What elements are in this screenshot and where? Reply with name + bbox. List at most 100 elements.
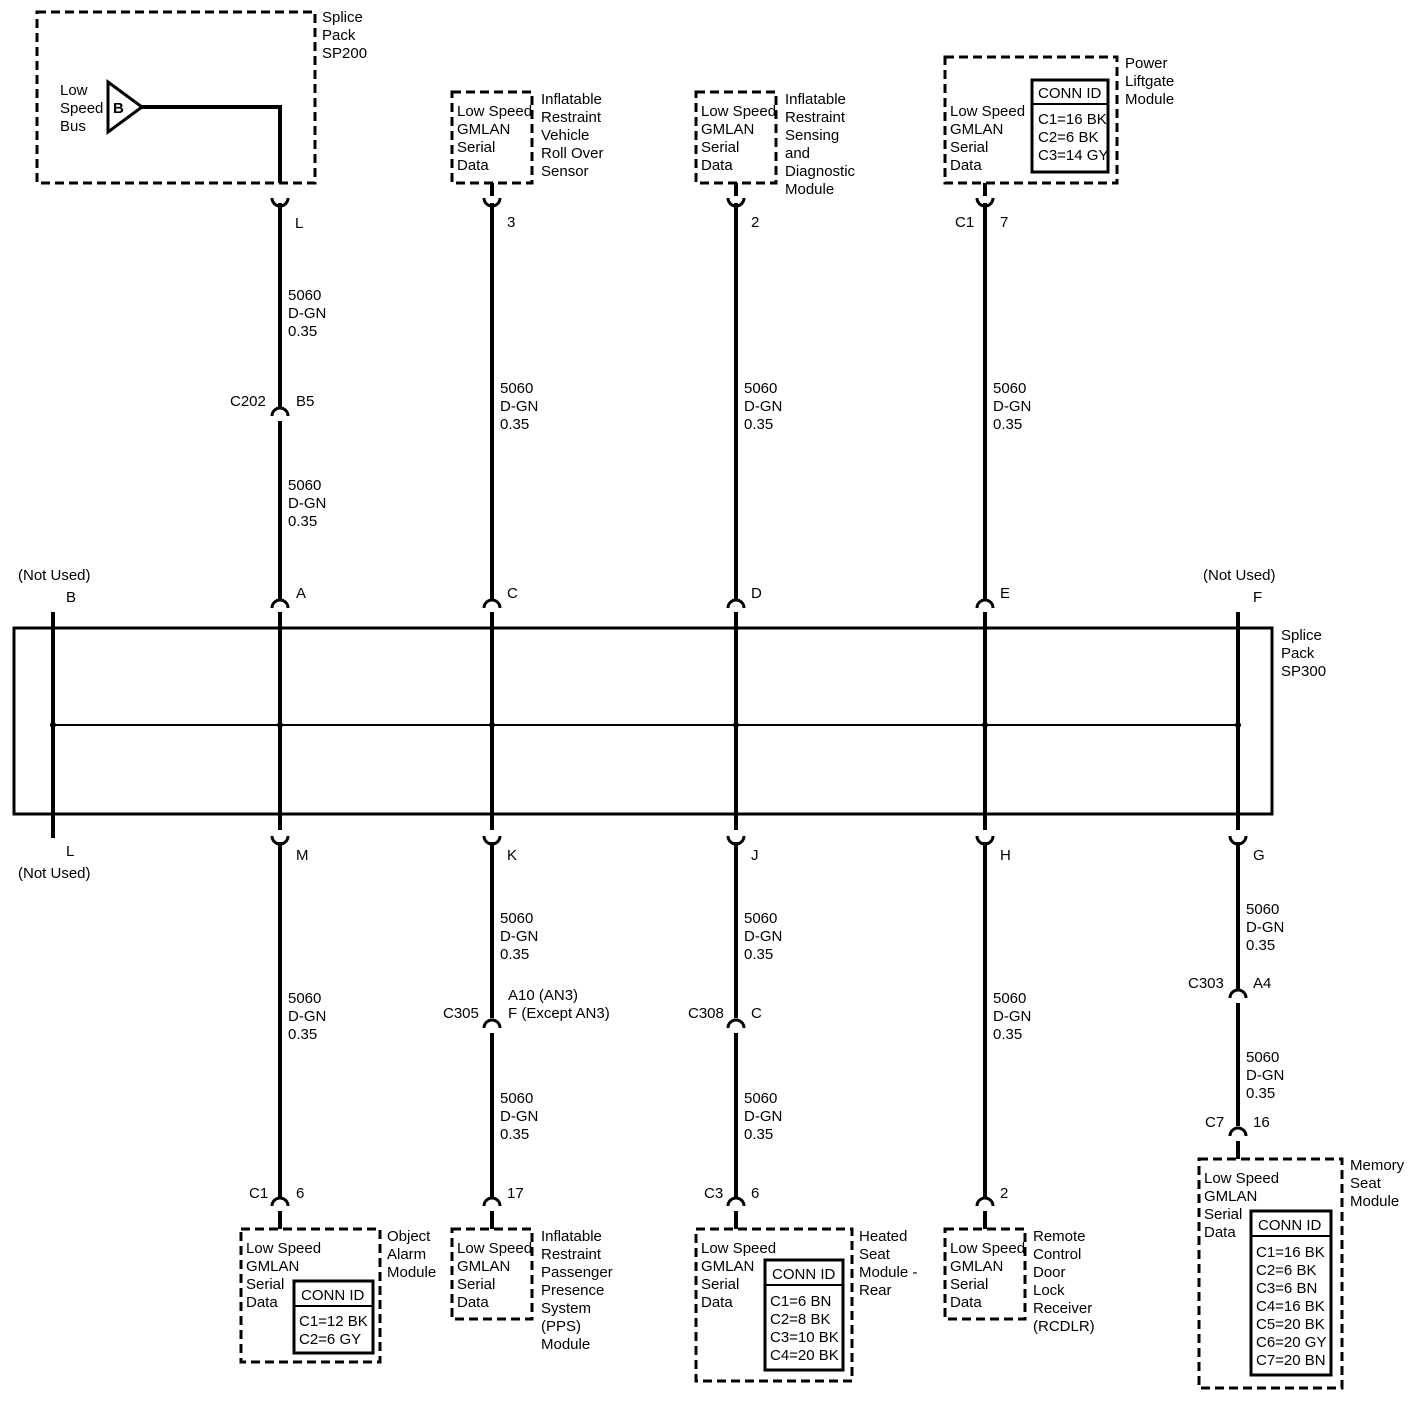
rcdlr-gmlan-4: Data: [950, 1294, 982, 1311]
pps-name-4: Presence: [541, 1282, 604, 1299]
sdm-name-5: Diagnostic: [785, 163, 856, 180]
ms-conn-id-5: C5=20 BK: [1256, 1316, 1325, 1333]
sdm-name-6: Module: [785, 181, 834, 198]
sdm-gmlan-2: GMLAN: [701, 121, 754, 138]
wire-label-rollover-circuit: 5060: [500, 380, 533, 397]
wire-label-c202-circuit: 5060: [288, 477, 321, 494]
liftgate-gmlan-4: Data: [950, 157, 982, 174]
connector-c305-arc: [482, 1018, 502, 1029]
inline-connector-c305: C305 A10 (AN3) F (Except AN3): [443, 987, 610, 1048]
bus-label-3: Bus: [60, 118, 86, 135]
module-power-liftgate: Low Speed GMLAN Serial Data CONN ID C1=1…: [943, 55, 1174, 231]
wire-label-liftgate-circuit: 5060: [993, 380, 1026, 397]
hs-conn-id-4: C4=20 BK: [770, 1347, 839, 1364]
ms-name-3: Module: [1350, 1193, 1399, 1210]
ms-conn-id-1: C1=16 BK: [1256, 1244, 1325, 1261]
splice-pin-a: A: [296, 585, 306, 602]
liftgate-pin: 7: [1000, 214, 1008, 231]
hs-gmlan-4: Data: [701, 1294, 733, 1311]
module-rollover-sensor: Low Speed GMLAN Serial Data Inflatable R…: [450, 90, 604, 231]
hs-conn-id-2: C2=8 BK: [770, 1311, 830, 1328]
splice-pin-d: D: [751, 585, 762, 602]
sp300-label-1: Splice: [1281, 627, 1322, 644]
splice-pin-k: K: [507, 847, 517, 864]
connector-c303-arc: [1228, 988, 1248, 999]
sdm-name-4: and: [785, 145, 810, 162]
liftgate-conn-id-2: C2=6 BK: [1038, 129, 1098, 146]
ms-gmlan-4: Data: [1204, 1224, 1236, 1241]
not-used-label-l: (Not Used): [18, 865, 91, 882]
liftgate-name-3: Module: [1125, 91, 1174, 108]
sdm-pin: 2: [751, 214, 759, 231]
sp300-label-2: Pack: [1281, 645, 1315, 662]
wire-label-sdm-circuit: 5060: [744, 380, 777, 397]
oa-name-2: Alarm: [387, 1246, 426, 1263]
wire-label-oa-color: D-GN: [288, 1008, 326, 1025]
oa-gmlan-4: Data: [246, 1294, 278, 1311]
inline-connector-c308: C308 C: [688, 1005, 762, 1048]
splice-node-d: [733, 722, 739, 728]
connector-c202-pin-label: B5: [296, 393, 314, 410]
splice-nodes: [50, 722, 1241, 728]
oa-conn-id-1: C1=12 BK: [299, 1313, 368, 1330]
oa-conn-id-header: CONN ID: [301, 1287, 365, 1304]
ms-conn-id-3: C3=6 BN: [1256, 1280, 1317, 1297]
ms-pin: 16: [1253, 1114, 1270, 1131]
oa-conn-id-2: C2=6 GY: [299, 1331, 361, 1348]
splice-pin-g: G: [1253, 847, 1265, 864]
wire-label-pps2-circuit: 5060: [500, 1090, 533, 1107]
splice-pin-j: J: [751, 847, 759, 864]
connector-c305-pin-2: F (Except AN3): [508, 1005, 610, 1022]
module-pps-box: [450, 1227, 534, 1321]
pps-name-2: Restraint: [541, 1246, 602, 1263]
module-heated-seat-rear: C3 6 Low Speed GMLAN Serial Data CONN ID…: [694, 1185, 917, 1383]
liftgate-conn-id-box: [1030, 78, 1110, 174]
wire-label-sdm-gauge: 0.35: [744, 416, 773, 433]
inline-connector-c303: C303 A4: [1188, 975, 1271, 1018]
rcdlr-gmlan-1: Low Speed: [950, 1240, 1025, 1257]
oa-name-1: Object: [387, 1228, 431, 1245]
splice-pin-m: M: [296, 847, 309, 864]
connector-pps-arc: [482, 1196, 502, 1207]
not-used-label-f: (Not Used): [1203, 567, 1276, 584]
sdm-name-3: Sensing: [785, 127, 839, 144]
pps-name-1: Inflatable: [541, 1228, 602, 1245]
splice-pin-h: H: [1000, 847, 1011, 864]
wire-label-pps2-color: D-GN: [500, 1108, 538, 1125]
liftgate-conn-id-3: C3=14 GY: [1038, 147, 1108, 164]
ms-conn-id-box: [1249, 1209, 1333, 1377]
connector-c303-label: C303: [1188, 975, 1224, 992]
ms-name-2: Seat: [1350, 1175, 1382, 1192]
oa-pin: 6: [296, 1185, 304, 1202]
splice-node-a: [277, 722, 283, 728]
hs-connector: C3: [704, 1185, 723, 1202]
bus-label-2: Speed: [60, 100, 103, 117]
splice-node-e: [982, 722, 988, 728]
splice-pin-c: C: [507, 585, 518, 602]
rollover-name-4: Roll Over: [541, 145, 604, 162]
pps-name-6: (PPS): [541, 1318, 581, 1335]
hs-gmlan-3: Serial: [701, 1276, 739, 1293]
sp200-pin: L: [295, 215, 303, 232]
wire-label-hs1-circuit: 5060: [744, 910, 777, 927]
wire-label-rcdlr-circuit: 5060: [993, 990, 1026, 1007]
hs-pin: 6: [751, 1185, 759, 1202]
wire-label-ms1-color: D-GN: [1246, 919, 1284, 936]
wire-label-oa-circuit: 5060: [288, 990, 321, 1007]
rcdlr-name-1: Remote: [1033, 1228, 1086, 1245]
rcdlr-name-2: Control: [1033, 1246, 1081, 1263]
pps-gmlan-2: GMLAN: [457, 1258, 510, 1275]
connector-hs-arc: [726, 1196, 746, 1207]
connector-sp300-e-arc: [975, 598, 995, 609]
connector-c305-label: C305: [443, 1005, 479, 1022]
pps-name-5: System: [541, 1300, 591, 1317]
wire-label-sdm-color: D-GN: [744, 398, 782, 415]
module-liftgate-box: [943, 55, 1119, 185]
oa-gmlan-2: GMLAN: [246, 1258, 299, 1275]
wire-label-pps1-color: D-GN: [500, 928, 538, 945]
sdm-gmlan-4: Data: [701, 157, 733, 174]
module-oa-box: [239, 1227, 382, 1364]
ms-conn-id-6: C6=20 GY: [1256, 1334, 1326, 1351]
rcdlr-name-5: Receiver: [1033, 1300, 1092, 1317]
